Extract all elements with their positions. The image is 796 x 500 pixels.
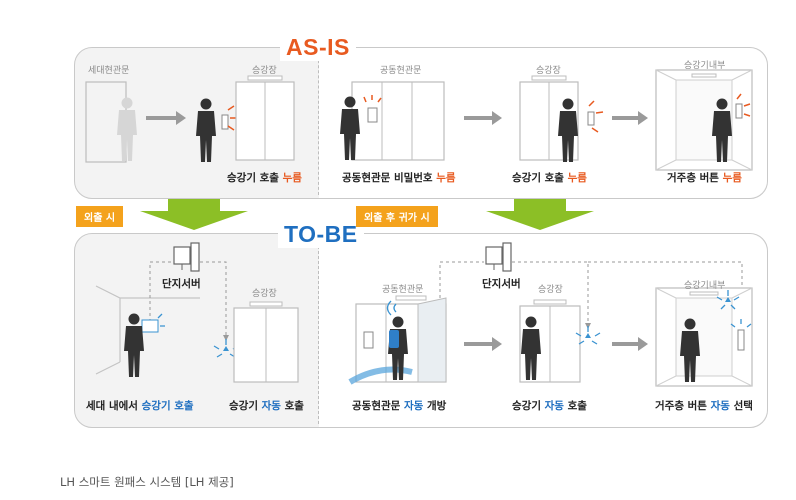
tobe-caption-4-text: 승강기 bbox=[512, 400, 545, 412]
tobe-server-1 bbox=[173, 242, 200, 272]
asis-person-1 bbox=[196, 98, 216, 162]
tobe-sensor-2 bbox=[575, 326, 601, 345]
asis-label-elevator-inside: 승강기내부 bbox=[684, 61, 726, 71]
asis-label-common-door: 공동현관문 bbox=[380, 66, 422, 76]
asis-caption-4: 거주층 버튼 누름 bbox=[667, 170, 742, 185]
tobe-arrow-1 bbox=[464, 337, 502, 351]
tobe-ceiling-sensor bbox=[716, 290, 740, 310]
tobe-caption-5-text: 거주층 버튼 bbox=[655, 400, 711, 412]
asis-floor-button bbox=[735, 93, 751, 119]
tobe-door-sensor bbox=[386, 300, 397, 316]
tobe-link-1 bbox=[149, 261, 229, 341]
tobe-server-2 bbox=[485, 242, 512, 272]
tag-coming-home: 외출 후 귀가 시 bbox=[356, 206, 438, 227]
tobe-caption-3-text: 공동현관문 bbox=[352, 400, 404, 412]
tobe-panel bbox=[74, 233, 768, 428]
asis-label-unit-door: 세대현관문 bbox=[88, 66, 130, 76]
figure-caption: LH 스마트 원패스 시스템 [LH 제공] bbox=[60, 475, 234, 489]
asis-caption-4-highlight: 누름 bbox=[722, 172, 742, 184]
asis-common-door bbox=[351, 81, 445, 161]
tobe-caption-1-text: 세대 내에서 bbox=[86, 400, 142, 412]
asis-title: AS-IS bbox=[280, 34, 356, 61]
asis-keypad-highlight bbox=[363, 95, 382, 103]
asis-ghost-person bbox=[117, 97, 137, 161]
tobe-caption-2-highlight: 자동 bbox=[261, 400, 281, 412]
tobe-walk-trail bbox=[348, 366, 413, 385]
asis-caption-2-text: 공동현관문 비밀번호 bbox=[342, 172, 437, 184]
tobe-backpack bbox=[389, 330, 399, 348]
tobe-label-elevator-hall-2: 승강장 bbox=[538, 285, 563, 295]
asis-label-elevator-hall-2: 승강장 bbox=[536, 66, 561, 76]
tobe-person-1 bbox=[124, 313, 144, 377]
asis-caption-1: 승강기 호출 누름 bbox=[227, 170, 302, 185]
tag-going-out: 외출 시 bbox=[76, 206, 124, 227]
asis-caption-3-text: 승강기 호출 bbox=[512, 172, 568, 184]
asis-caption-1-text: 승강기 호출 bbox=[227, 172, 283, 184]
asis-caption-2-highlight: 누름 bbox=[436, 172, 456, 184]
tobe-caption-1: 세대 내에서 승강기 호출 bbox=[86, 398, 194, 413]
tobe-room-outline bbox=[95, 285, 200, 375]
green-arrow-going-out bbox=[140, 199, 248, 230]
tobe-caption-2-suffix: 호출 bbox=[280, 400, 304, 412]
asis-elevator-1 bbox=[235, 75, 295, 161]
asis-call-button-1 bbox=[221, 105, 237, 131]
asis-caption-2: 공동현관문 비밀번호 누름 bbox=[342, 170, 456, 185]
asis-caption-3: 승강기 호출 누름 bbox=[512, 170, 587, 185]
asis-caption-1-highlight: 누름 bbox=[282, 172, 302, 184]
tobe-divider bbox=[318, 236, 319, 424]
tobe-caption-4-highlight: 자동 bbox=[544, 400, 564, 412]
tobe-caption-5: 거주층 버튼 자동 선택 bbox=[655, 398, 753, 413]
tobe-caption-3: 공동현관문 자동 개방 bbox=[352, 398, 446, 413]
asis-elevator-interior bbox=[655, 69, 753, 171]
asis-caption-4-text: 거주층 버튼 bbox=[667, 172, 723, 184]
tobe-arrow-2 bbox=[612, 337, 648, 351]
tobe-label-server-1: 단지서버 bbox=[162, 278, 201, 290]
asis-arrow-3 bbox=[612, 111, 648, 125]
tobe-caption-1-highlight: 승강기 호출 bbox=[141, 400, 194, 412]
tobe-label-common-door: 공동현관문 bbox=[382, 285, 424, 295]
tobe-floor-panel-sensor bbox=[730, 319, 752, 351]
tobe-label-elevator-hall-1: 승강장 bbox=[252, 289, 277, 299]
tobe-caption-2: 승강기 자동 호출 bbox=[229, 398, 304, 413]
asis-call-button-2 bbox=[587, 100, 604, 133]
tobe-caption-5-highlight: 자동 bbox=[710, 400, 730, 412]
tobe-caption-4-suffix: 호출 bbox=[563, 400, 587, 412]
tobe-label-elevator-inside: 승강기내부 bbox=[684, 281, 726, 291]
tobe-elevator-1 bbox=[233, 301, 299, 383]
asis-arrow-1 bbox=[146, 111, 186, 125]
asis-divider bbox=[318, 50, 319, 195]
tobe-link-2 bbox=[439, 261, 745, 329]
asis-arrow-2 bbox=[464, 111, 502, 125]
green-arrow-coming-home bbox=[486, 199, 594, 230]
asis-label-elevator-hall-1: 승강장 bbox=[252, 66, 277, 76]
tobe-caption-3-suffix: 개방 bbox=[423, 400, 447, 412]
tobe-caption-5-suffix: 선택 bbox=[729, 400, 753, 412]
tobe-label-server-2: 단지서버 bbox=[482, 278, 521, 290]
tobe-caption-4: 승강기 자동 호출 bbox=[512, 398, 587, 413]
tobe-caption-2-text: 승강기 bbox=[229, 400, 262, 412]
asis-caption-3-highlight: 누름 bbox=[567, 172, 587, 184]
tobe-title: TO-BE bbox=[278, 221, 364, 248]
tobe-caption-3-highlight: 자동 bbox=[403, 400, 424, 412]
tobe-wallpad bbox=[141, 313, 165, 333]
